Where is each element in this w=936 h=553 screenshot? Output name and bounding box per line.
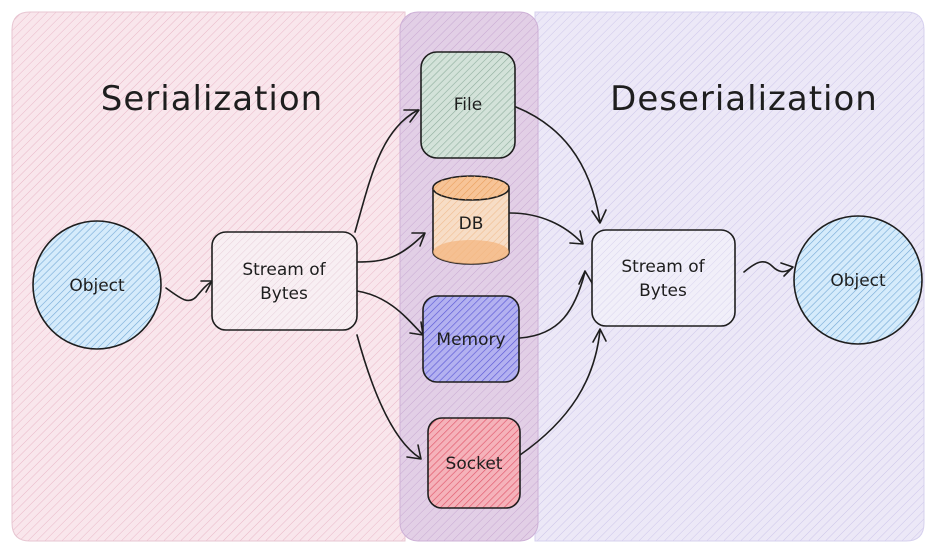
arrowhead-socket-to-stream — [592, 328, 607, 343]
label-line: Stream of — [242, 260, 326, 280]
file-label: File — [454, 95, 482, 115]
serialization-region — [11, 11, 406, 542]
object-right-label: Object — [830, 271, 886, 291]
stream-left-label: Stream of Bytes — [242, 260, 326, 304]
edge-memory-to-stream — [519, 271, 586, 339]
edges — [165, 106, 794, 460]
edge-stream-to-socket — [356, 334, 421, 459]
edge-stream-to-memory — [356, 290, 423, 335]
arrowhead-memory-to-stream — [578, 270, 593, 285]
arrowhead-stream-to-file — [403, 109, 420, 123]
node-stream-right: Stream of Bytes — [591, 229, 736, 327]
edge-stream-to-object — [743, 260, 793, 273]
label-line: Bytes — [639, 281, 687, 301]
arrowhead-file-to-stream — [591, 209, 607, 224]
deserialization-title: Deserialization — [610, 79, 878, 119]
node-object-right: Object — [793, 215, 923, 345]
socket-label: Socket — [446, 454, 503, 474]
arrowhead-stream-to-socket — [406, 444, 422, 460]
stream-right-label: Stream of Bytes — [621, 257, 705, 301]
edge-db-to-stream — [509, 212, 583, 244]
node-object-left: Object — [32, 220, 162, 350]
label-line: Bytes — [260, 284, 308, 304]
db-label: DB — [459, 214, 484, 234]
arrowhead-stream-to-object — [780, 262, 794, 277]
label-line: Stream of — [621, 257, 705, 277]
edge-stream-to-file — [354, 109, 419, 233]
edge-stream-to-db — [356, 233, 425, 263]
node-socket: Socket — [427, 417, 521, 509]
memory-label: Memory — [436, 330, 505, 350]
arrowhead-db-to-stream — [569, 230, 584, 245]
object-left-label: Object — [69, 276, 125, 296]
edge-socket-to-stream — [519, 329, 601, 456]
node-db: DB — [432, 175, 510, 265]
node-stream-left: Stream of Bytes — [211, 231, 358, 331]
serialization-title: Serialization — [101, 79, 323, 119]
edge-object-to-stream — [165, 281, 212, 302]
edge-file-to-stream — [515, 106, 601, 223]
arrowhead-stream-to-db — [411, 232, 426, 247]
node-memory: Memory — [422, 295, 520, 383]
node-file: File — [420, 51, 516, 159]
